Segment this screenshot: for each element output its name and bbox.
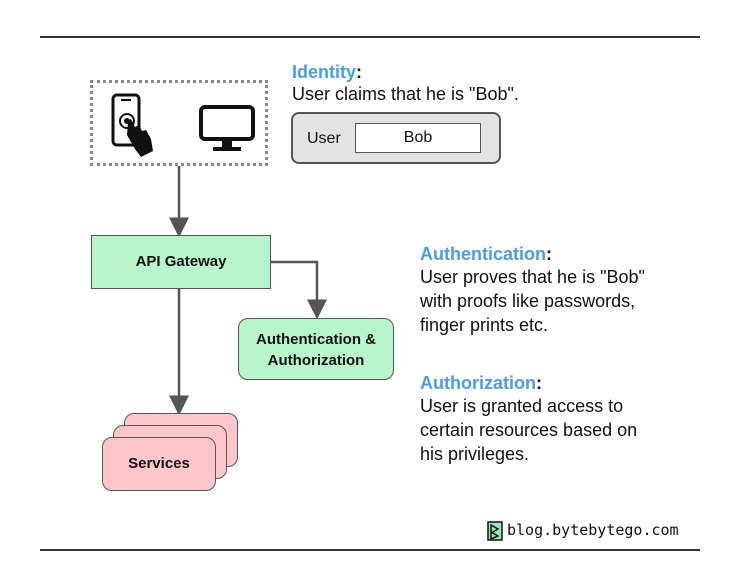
user-label: User bbox=[307, 130, 341, 147]
monitor-icon bbox=[199, 105, 255, 151]
bottom-rule bbox=[40, 549, 700, 551]
authentication-line: with proofs like passwords, bbox=[420, 291, 636, 311]
auth-node-line2: Authorization bbox=[267, 352, 365, 369]
identity-text: User claims that he is "Bob". bbox=[292, 84, 519, 104]
bytebytego-logo-icon bbox=[487, 521, 503, 541]
services-node: Services bbox=[102, 437, 216, 491]
authorization-line: his privileges. bbox=[420, 444, 530, 464]
authorization-heading: Authorization: bbox=[420, 373, 542, 393]
api-gateway-node: API Gateway bbox=[91, 235, 271, 289]
authentication-text: User proves that he is "Bob" with proofs… bbox=[420, 265, 645, 337]
auth-node-line1: Authentication & bbox=[256, 331, 376, 348]
user-value-field: Bob bbox=[355, 123, 481, 153]
authorization-line: certain resources based on bbox=[420, 420, 638, 440]
authentication-heading: Authentication: bbox=[420, 244, 552, 264]
arrow-gateway-to-auth bbox=[271, 260, 327, 320]
client-devices-box bbox=[90, 80, 268, 166]
authorization-line: User is granted access to bbox=[420, 396, 624, 416]
authentication-line: finger prints etc. bbox=[420, 315, 549, 335]
user-credential-panel: User Bob bbox=[291, 112, 501, 164]
identity-heading: Identity: bbox=[292, 62, 363, 82]
auth-node: Authentication & Authorization bbox=[238, 318, 394, 380]
footer-brand: blog.bytebytego.com bbox=[507, 521, 679, 539]
authentication-line: User proves that he is "Bob" bbox=[420, 267, 645, 287]
mobile-touch-icon bbox=[111, 93, 153, 157]
authorization-text: User is granted access to certain resour… bbox=[420, 394, 637, 466]
top-rule bbox=[40, 36, 700, 38]
